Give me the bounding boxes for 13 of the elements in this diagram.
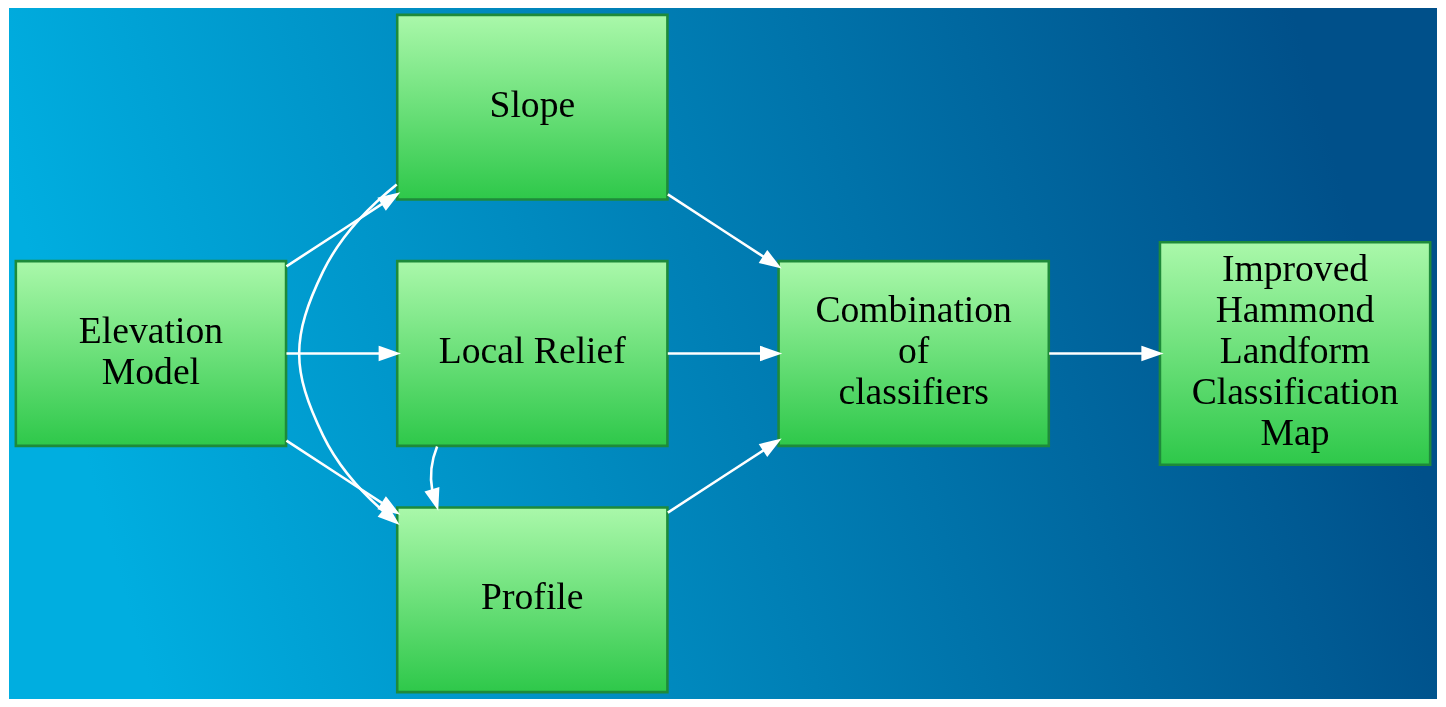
- node-box: Combination of classifiers: [777, 259, 1051, 448]
- node-box: Profile: [395, 506, 669, 694]
- node-box: Elevation Model: [14, 259, 288, 448]
- arrow: [667, 438, 782, 514]
- node-box: Slope: [395, 13, 669, 201]
- node-box: Local Relief: [395, 259, 669, 448]
- arrow: [667, 345, 783, 362]
- arrow: [667, 193, 782, 269]
- arrow: [285, 192, 401, 268]
- arrow: [1049, 345, 1164, 362]
- arrow: [424, 445, 440, 511]
- arrow: [286, 345, 401, 362]
- node-box: Improved Hammond Landform Classification Map: [1158, 241, 1432, 466]
